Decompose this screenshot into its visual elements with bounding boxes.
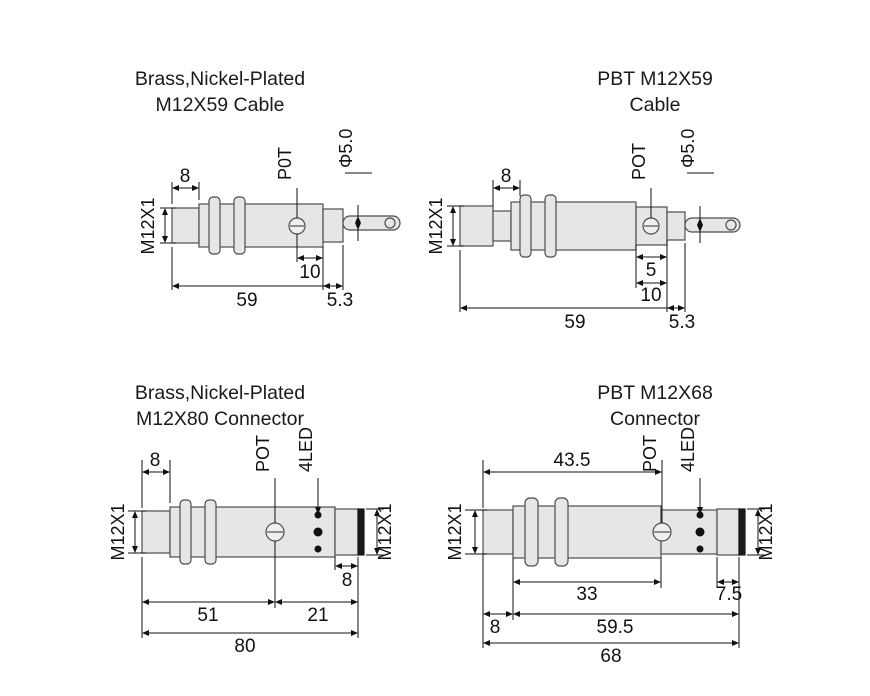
figure-2-dim-8: 8	[501, 166, 512, 187]
figure-3-title-line-1: Brass,Nickel-Plated	[134, 382, 306, 404]
figure-brass-m12x80-connector: Brass,Nickel-Plated M12X80 Connector	[0, 348, 435, 696]
figure-3-dim-80: 80	[234, 636, 255, 657]
figure-4-led-label: 4LED	[678, 427, 698, 472]
figure-2-title-line-1: PBT M12X59	[597, 68, 713, 90]
figure-1-drawing: M12X1 8 P0T Φ5.0	[138, 129, 401, 311]
figure-1-title-line-2: M12X59 Cable	[155, 94, 285, 116]
figure-1-title-line-1: Brass,Nickel-Plated	[134, 68, 306, 90]
figure-1-dim-10: 10	[299, 262, 320, 283]
figure-3-dim-21: 21	[307, 605, 328, 626]
figure-4-title-line-1: PBT M12X68	[597, 382, 713, 404]
figure-2-dim-10: 10	[640, 285, 661, 306]
figure-3-thread-label-left: M12X1	[108, 503, 128, 560]
figure-1-dim-8: 8	[180, 166, 191, 187]
figure-1-dim-5-3: 5.3	[327, 290, 353, 311]
figure-3-drawing: M12X1 8 POT 4LED	[108, 427, 395, 657]
figure-2-cable-diameter-label: Φ5.0	[678, 129, 698, 168]
figure-3-thread-label-right: M12X1	[375, 503, 395, 560]
figure-4-dim-43-5: 43.5	[554, 450, 591, 471]
figure-4-dim-33: 33	[576, 584, 597, 605]
figure-4-dim-59-5: 59.5	[597, 617, 634, 638]
figure-2-dim-5: 5	[646, 260, 657, 281]
figure-3-pot-label: POT	[253, 435, 273, 472]
figure-3-dim-51: 51	[197, 605, 218, 626]
figure-1-dim-59: 59	[236, 290, 257, 311]
figure-2-thread-label: M12X1	[426, 197, 446, 254]
led-indicators	[695, 511, 705, 553]
figure-1-pot-label: P0T	[275, 147, 295, 180]
figure-4-dim-7-5: 7.5	[716, 584, 742, 605]
figure-pbt-m12x59-cable: PBT M12X59 Cable	[426, 0, 870, 348]
figure-4-thread-label-right: M12X1	[756, 503, 776, 560]
figure-3-title-line-2: M12X80 Connector	[135, 408, 305, 430]
figure-pbt-m12x68-connector: PBT M12X68 Connector	[435, 348, 870, 696]
figure-2-pot-label: POT	[629, 143, 649, 180]
figure-4-title-line-2: Connector	[610, 408, 700, 430]
figure-2-dim-59: 59	[564, 312, 585, 333]
figure-4-thread-label-left: M12X1	[445, 503, 465, 560]
figure-3-dim-8-top: 8	[150, 450, 161, 471]
figure-3-led-label: 4LED	[296, 427, 316, 472]
figure-1-thread-label: M12X1	[138, 197, 158, 254]
figure-4-dim-8: 8	[490, 617, 501, 638]
figure-3-dim-8-connector: 8	[342, 570, 353, 591]
figure-2-dim-5-3: 5.3	[669, 312, 695, 333]
figure-2-title-line-2: Cable	[629, 94, 681, 116]
figure-4-pot-label: POT	[640, 435, 660, 472]
figure-4-dim-68: 68	[600, 646, 621, 667]
figure-4-drawing: M12X1 43.5 POT 4LED	[445, 427, 776, 667]
figure-1-cable-diameter-label: Φ5.0	[336, 129, 356, 168]
figure-2-drawing: M12X1 8 POT Φ5.0	[426, 129, 741, 333]
figure-brass-m12x59-cable: Brass,Nickel-Plated M12X59 Cable	[0, 0, 435, 348]
led-indicators	[313, 511, 323, 553]
